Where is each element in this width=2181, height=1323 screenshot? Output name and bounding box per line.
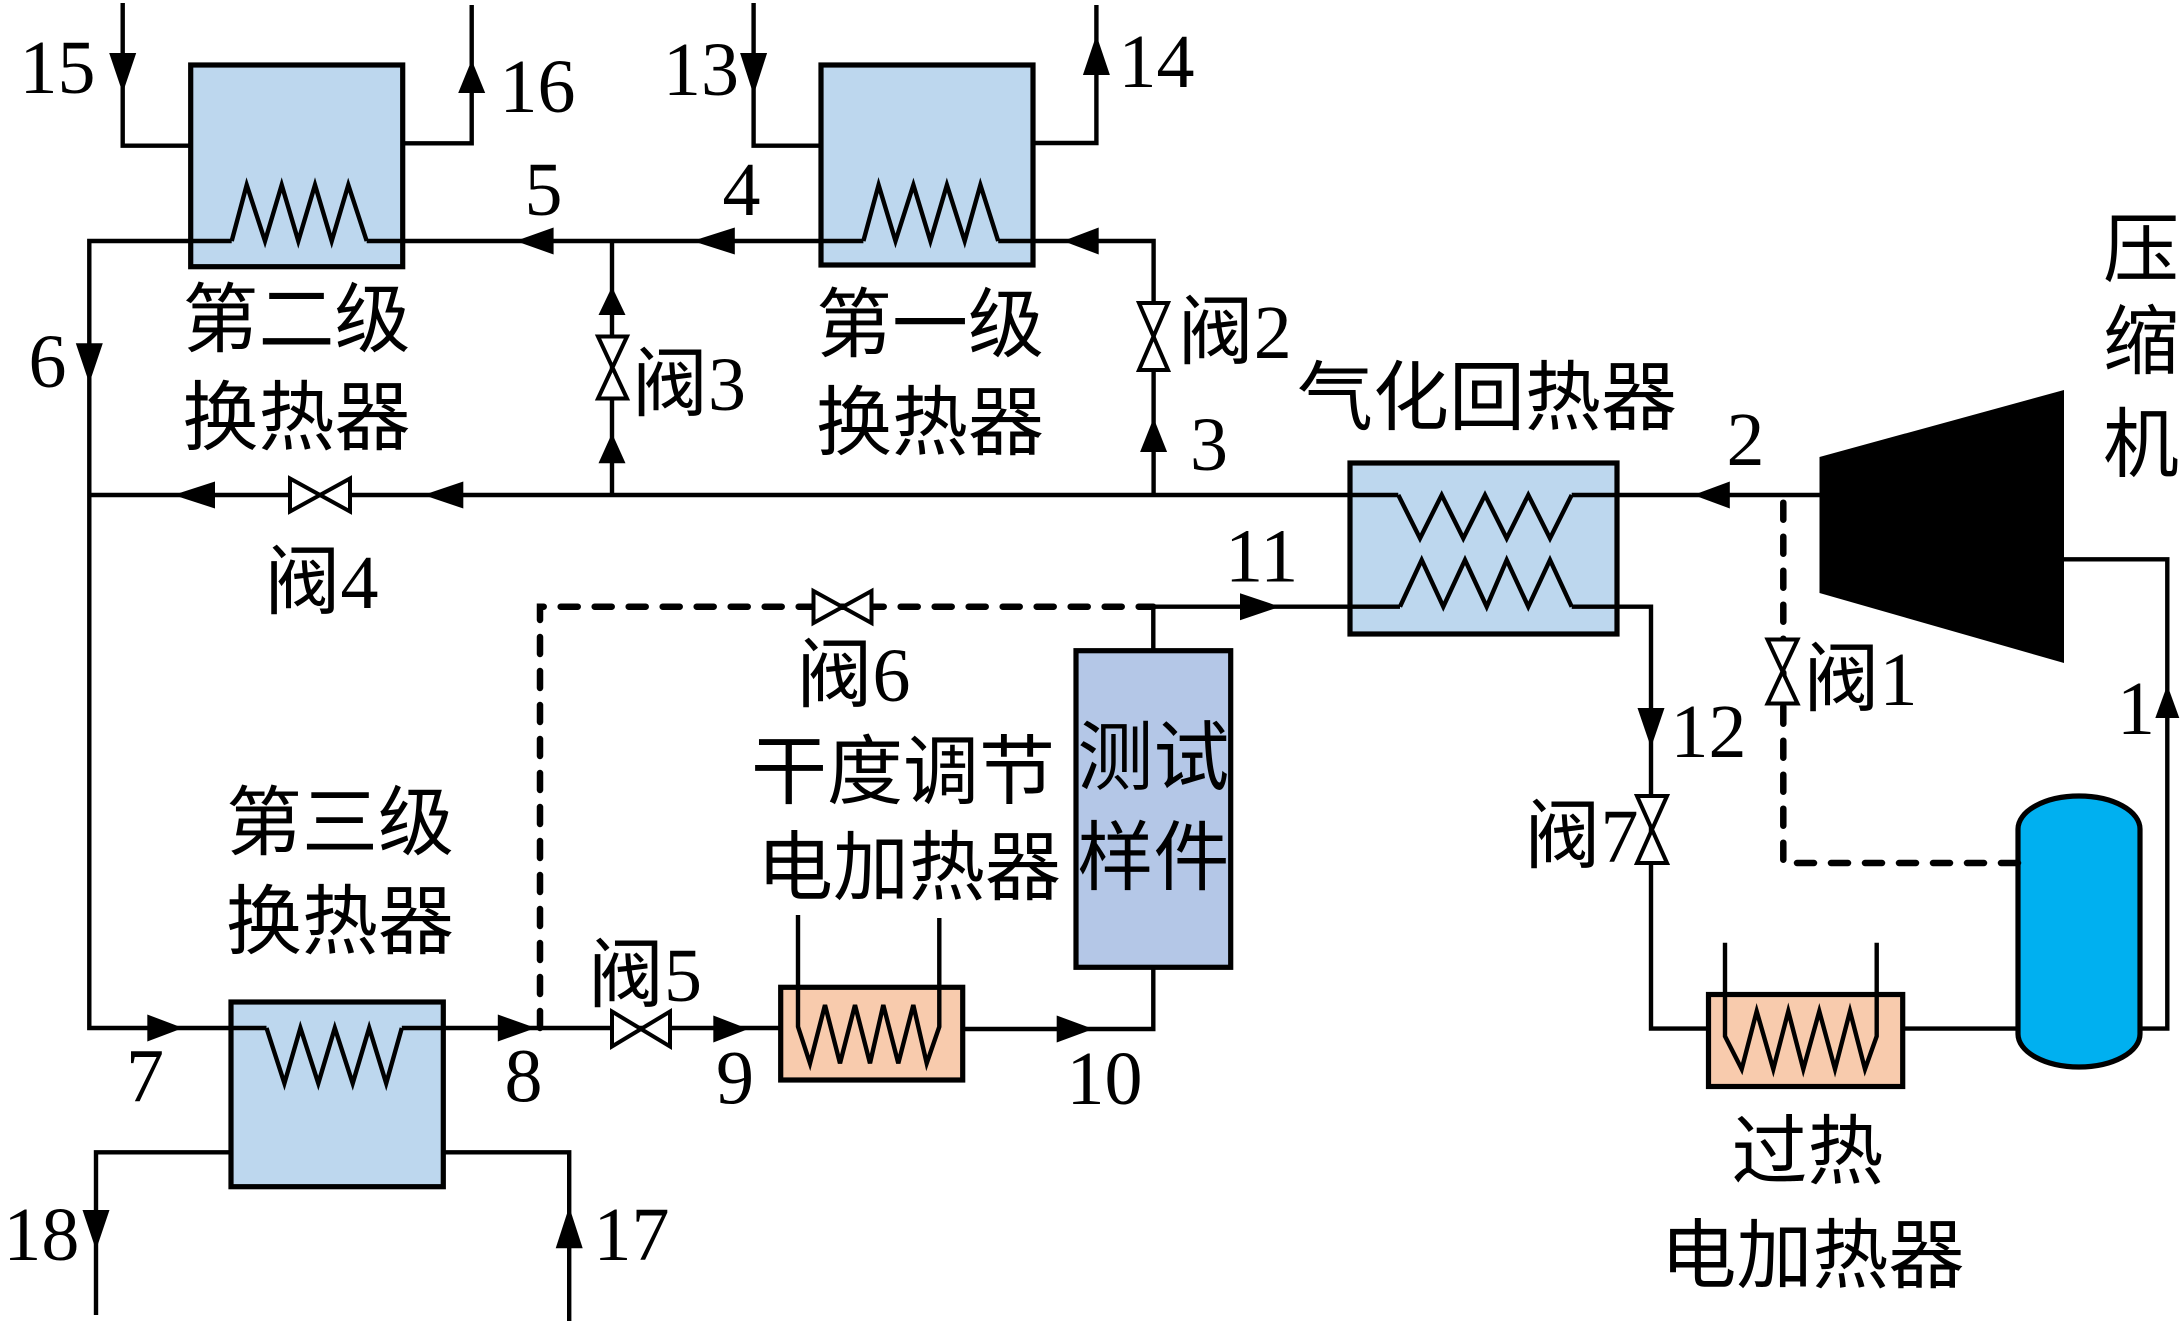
dashed-bypass-valve6 [536,603,1157,1032]
valve-6-icon [811,587,874,627]
valve-1-label: 阀1 [1804,638,1918,722]
state-point-4: 4 [723,148,761,232]
pipe-stream-16 [402,5,474,146]
valve-5-icon [610,1007,672,1051]
valve-4-label: 阀4 [265,541,379,625]
flow-arrow-down-icon [1637,708,1665,748]
state-point-1: 1 [2117,667,2155,751]
flow-arrow-down-icon [82,1210,110,1250]
flow-arrow-down-icon [109,53,137,93]
flow-arrow-left-icon [1693,481,1730,509]
flow-arrow-up-icon [2155,685,2180,718]
pipe-stream-18 [93,1150,231,1315]
hx-stage1-coil [861,177,1001,249]
state-point-2: 2 [1727,398,1765,482]
hx-stage3-coil [264,1020,404,1092]
flow-arrow-up-icon [1082,35,1110,75]
pipe-stream-15 [120,3,191,148]
superheat-heater-label-line2: 电加热器 [1661,1215,1965,1299]
hx-stage3-label-line2: 换热器 [226,881,454,965]
vaporization-recuperator-label: 气化回热器 [1297,357,1677,441]
state-point-15: 15 [20,26,96,110]
flow-arrow-right-icon [1240,593,1280,621]
compressor-label-char2: 缩 [2103,301,2179,385]
valve-7-icon [1633,794,1671,865]
state-point-13: 13 [663,28,739,112]
pipe-stream-17 [443,1150,572,1321]
valve-4-icon [288,475,352,515]
state-point-3: 3 [1190,403,1228,487]
flow-arrow-down-icon [740,53,768,95]
valve-6-label: 阀6 [797,634,911,718]
superheat-heater-label-line1: 过热 [1732,1111,1884,1195]
pipe-valve2-branch [998,238,1156,495]
test-sample-body [1073,648,1234,970]
hx-stage1-label-line1: 第一级 [816,284,1044,368]
flow-arrow-left-icon [692,227,735,255]
dryness-heater-label-line2: 电加热器 [757,827,1061,911]
recuperator-upper-coil [1396,490,1574,544]
flow-arrow-right-icon [497,1014,536,1042]
flow-arrow-up-icon [1140,418,1168,452]
valve-2-label: 阀2 [1178,291,1292,375]
pipe-stream-13 [751,3,821,148]
dryness-heater-element [795,915,942,1072]
recuperator-lower-coil [1398,554,1574,613]
hx-stage2-coil [229,177,369,249]
state-point-9: 9 [716,1036,754,1120]
valve-3-label: 阀3 [632,343,746,427]
state-point-5: 5 [525,148,563,232]
flow-arrow-left-icon [173,481,215,509]
state-point-6: 6 [29,320,67,404]
state-point-16: 16 [500,45,576,129]
flow-arrow-up-icon [598,286,626,315]
state-point-11: 11 [1225,515,1298,599]
state-point-7: 7 [126,1035,164,1119]
pipe-tank-to-compressor [2064,557,2170,1031]
flow-arrow-left-icon [515,227,554,255]
pipe-dryness-heater-to-test-sample [962,967,1156,1032]
test-sample-label-line1: 测试 [1077,717,1229,801]
hx-stage1-label-line2: 换热器 [816,382,1044,466]
accumulator-tank [2015,793,2143,1070]
valve-1-icon [1764,637,1801,706]
flow-arrow-down-icon [75,343,103,384]
valve-3-icon [594,334,631,401]
test-sample-label-line2: 样件 [1077,817,1229,901]
flow-arrow-left-icon [423,481,464,509]
valve-2-icon [1135,301,1172,372]
hx-stage2-label-line2: 换热器 [183,377,411,461]
flow-arrow-right-icon [147,1014,183,1042]
dashed-bypass-valve1 [1780,491,2022,867]
flow-arrow-right-icon [713,1015,749,1043]
state-point-17: 17 [594,1193,670,1277]
flow-arrow-up-icon [598,433,626,464]
compressor-body [1819,390,2064,663]
flow-arrow-up-icon [555,1206,583,1249]
flow-arrow-right-icon [1056,1015,1094,1043]
state-point-8: 8 [505,1035,543,1119]
state-point-10: 10 [1067,1037,1143,1121]
valve-7-label: 阀7 [1525,795,1639,879]
state-point-12: 12 [1671,690,1747,774]
flow-arrow-left-icon [1063,227,1099,255]
state-point-18: 18 [3,1193,79,1277]
hx-stage3-label-line1: 第三级 [226,782,454,866]
compressor-label-char1: 压 [2103,209,2179,293]
hx-stage2-label-line1: 第二级 [183,279,411,363]
valve-5-label: 阀5 [588,934,702,1018]
dryness-heater-label-line1: 干度调节 [751,731,1055,815]
flow-arrow-up-icon [458,60,486,93]
compressor-label-char3: 机 [2103,404,2179,488]
superheat-heater-element [1722,942,1879,1078]
state-point-14: 14 [1119,20,1195,104]
